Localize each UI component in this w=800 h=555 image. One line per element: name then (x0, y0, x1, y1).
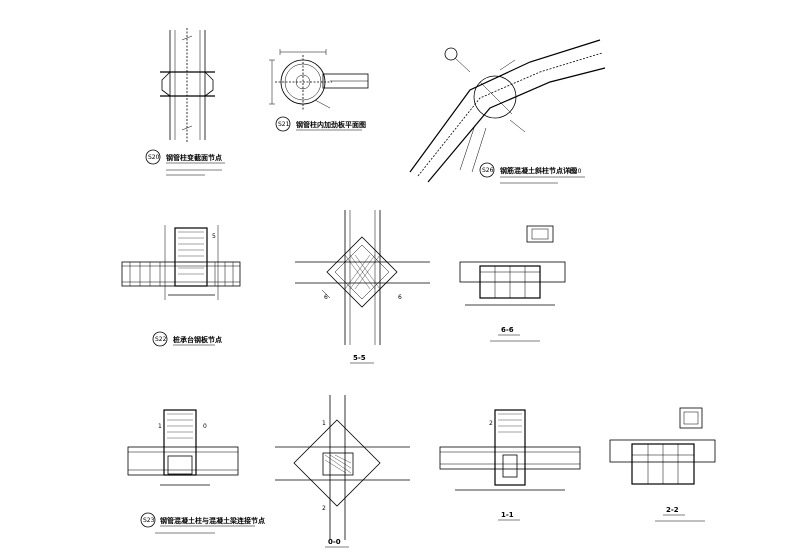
s55-label: 5-5 (353, 354, 366, 362)
s22-section-label: 2-2 (666, 506, 679, 514)
s55-mark-left: 6 (324, 294, 328, 301)
section-6-6: 6-6 (459, 225, 566, 342)
detail-s23: 1 0 S23 钢管混凝土柱与混凝土梁连接节点 (127, 409, 265, 534)
detail-s20: S20 钢管柱变截面节点 (145, 28, 225, 176)
s26-scale: 1:20 (568, 168, 582, 175)
s23-tag: S23 (143, 517, 155, 524)
detail-s22: 5 S22 桩承台钢板节点 (121, 225, 241, 347)
s22-title: 桩承台钢板节点 (173, 335, 222, 344)
s26-tag: S26 (482, 167, 494, 174)
s20-title: 钢管柱变截面节点 (166, 153, 222, 162)
s21-tag: S21 (278, 121, 290, 128)
section-2-2: 2-2 (609, 407, 716, 522)
detail-s26: S26 钢筋混凝土斜柱节点详图 1:20 (409, 39, 606, 184)
s23-mark-one: 1 (158, 423, 162, 430)
s00-label: 0-0 (328, 538, 341, 546)
section-5-5: 6 6 5-5 (295, 210, 430, 364)
section-1-1: 2 1-1 (439, 409, 581, 521)
s22-mark-five: 5 (212, 233, 216, 240)
s55-mark-right: 6 (398, 294, 402, 301)
s00-mark-bottom: 2 (322, 505, 326, 512)
detail-s21: S21 钢管柱内加劲板平面图 (269, 49, 369, 132)
s11-mark: 2 (489, 420, 493, 427)
s22-tag: S22 (155, 336, 167, 343)
s23-mark-zero: 0 (203, 423, 207, 430)
s23-title: 钢管混凝土柱与混凝土梁连接节点 (160, 516, 265, 525)
s20-tag: S20 (148, 154, 160, 161)
section-0-0: 1 2 0-0 (275, 395, 410, 548)
s21-title: 钢管柱内加劲板平面图 (296, 120, 366, 129)
s66-label: 6-6 (501, 326, 514, 334)
s11-label: 1-1 (501, 511, 514, 519)
s26-title: 钢筋混凝土斜柱节点详图 (500, 166, 577, 175)
s00-mark-top: 1 (322, 420, 326, 427)
